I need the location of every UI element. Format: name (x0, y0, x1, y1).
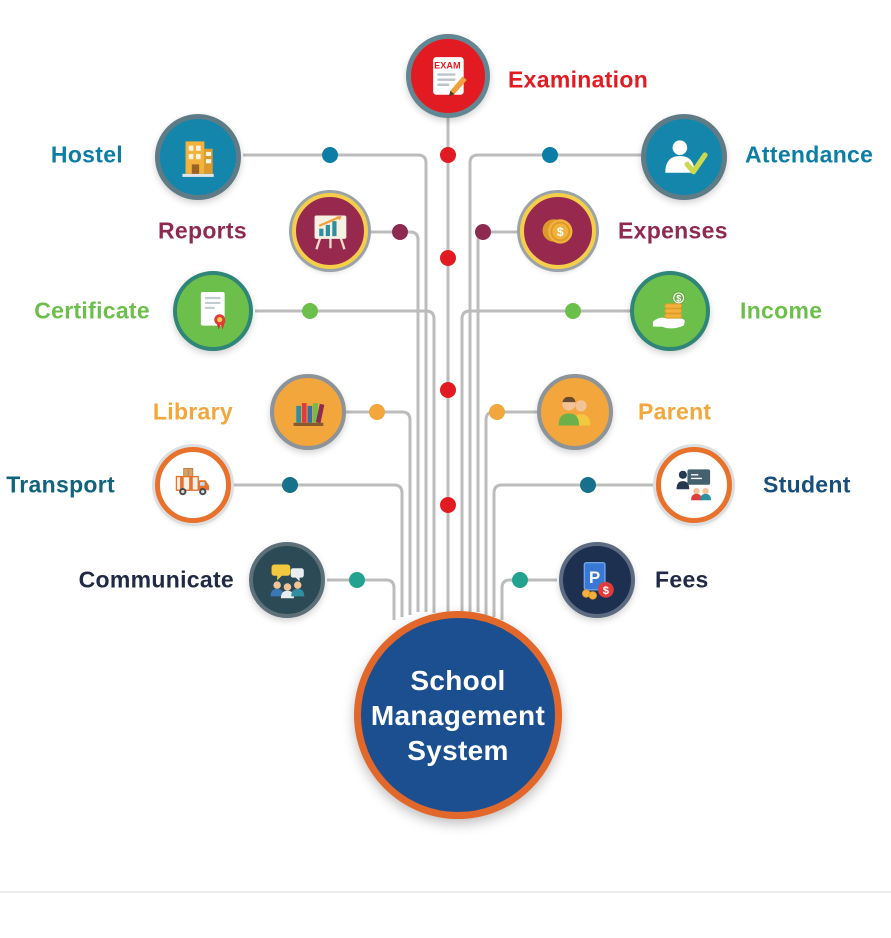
income-icon: $ (653, 291, 686, 329)
connector-certificate (255, 309, 436, 613)
dot-income (565, 303, 581, 319)
connector-reports (368, 230, 420, 612)
connector-student (492, 483, 654, 617)
dot-expenses (475, 224, 491, 240)
dot-attendance (542, 147, 558, 163)
label-reports: Reports (157, 217, 247, 244)
node-hostel (155, 114, 241, 200)
label-fees: Fees (655, 566, 709, 593)
hostel-icon (182, 141, 214, 177)
connector-income (460, 309, 632, 613)
node-examination: EXAM (406, 34, 490, 118)
node-communicate (249, 542, 325, 618)
connector-library (346, 410, 412, 615)
library-icon (293, 402, 324, 426)
trunk-dot-1 (440, 147, 456, 163)
svg-text:EXAM: EXAM (434, 60, 460, 70)
dot-hostel (322, 147, 338, 163)
center-title-line3: System (407, 734, 509, 766)
node-fees: P $ (559, 542, 635, 618)
label-hostel: Hostel (50, 141, 123, 168)
parent-icon (558, 396, 590, 426)
connector-expenses (476, 230, 520, 612)
node-student (656, 447, 732, 523)
node-expenses: $ (520, 193, 596, 269)
label-examination: Examination (508, 66, 649, 93)
label-communicate: Communicate (78, 566, 234, 593)
label-income: Income (740, 297, 823, 324)
svg-text:$: $ (556, 225, 563, 239)
attendance-icon (665, 140, 708, 175)
trunk-dot-4 (440, 497, 456, 513)
node-attendance (641, 114, 727, 200)
dot-fees (512, 572, 528, 588)
node-parent (537, 374, 613, 450)
reports-icon (314, 215, 346, 250)
dot-parent (489, 404, 505, 420)
dot-library (369, 404, 385, 420)
connector-communicate (327, 578, 396, 620)
connector-transport (233, 483, 404, 617)
fees-icon: P $ (581, 561, 614, 600)
dot-student (580, 477, 596, 493)
svg-text:P: P (589, 568, 600, 587)
expenses-icon: $ (542, 218, 573, 244)
bottom-divider (0, 891, 891, 893)
dot-certificate (302, 303, 318, 319)
label-parent: Parent (638, 398, 712, 425)
label-attendance: Attendance (745, 141, 874, 168)
exam-icon: EXAM (432, 56, 467, 96)
label-expenses: Expenses (618, 217, 728, 244)
connector-fees (500, 578, 557, 620)
dot-reports (392, 224, 408, 240)
trunk-dot-3 (440, 382, 456, 398)
svg-text:$: $ (676, 294, 681, 304)
center-title-line2: Management (370, 699, 546, 731)
svg-text:$: $ (602, 585, 609, 597)
node-library (270, 374, 346, 450)
center-title-line1: School (410, 664, 506, 696)
dot-communicate (349, 572, 365, 588)
certificate-icon (201, 292, 226, 330)
node-income: $ (630, 271, 710, 351)
label-student: Student (763, 471, 851, 498)
center-circle: School Management System (354, 611, 562, 819)
transport-icon (175, 468, 210, 496)
node-reports (292, 193, 368, 269)
label-certificate: Certificate (34, 297, 150, 324)
node-certificate (173, 271, 253, 351)
connector-attendance (468, 153, 641, 612)
trunk-dot-2 (440, 250, 456, 266)
connector-hostel (243, 153, 428, 612)
label-transport: Transport (6, 471, 115, 498)
label-library: Library (152, 398, 233, 425)
node-transport (155, 447, 231, 523)
dot-transport (282, 477, 298, 493)
communicate-icon (270, 564, 304, 598)
student-icon (676, 469, 712, 501)
